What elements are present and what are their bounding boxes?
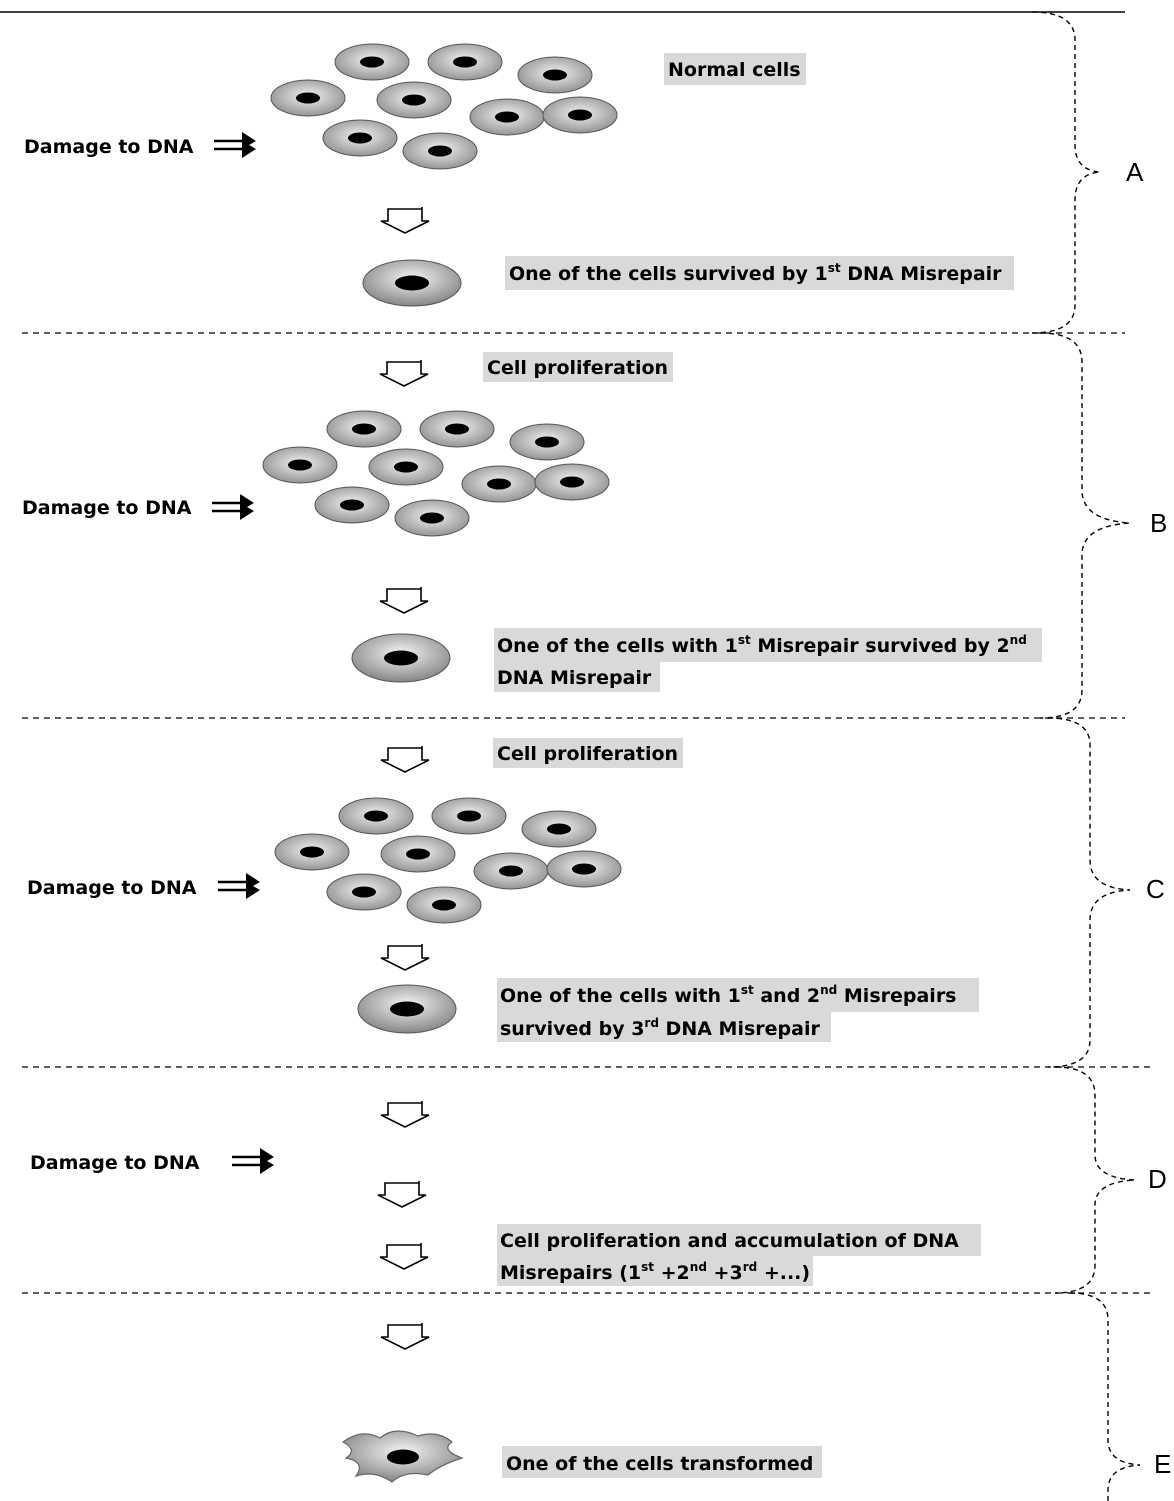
double-arrow-icon: [230, 1146, 276, 1176]
double-arrow-icon: [216, 871, 262, 901]
surviving-cell-a: [362, 259, 462, 307]
down-arrow-icon: [380, 943, 430, 971]
section-letter-e: E: [1154, 1449, 1171, 1479]
surviving-cell-b: [351, 633, 451, 683]
damage-label-a: Damage to DNA: [24, 136, 194, 158]
damage-label-b: Damage to DNA: [22, 497, 192, 519]
damage-label-d: Damage to DNA: [30, 1152, 200, 1174]
cell: [376, 81, 452, 119]
down-arrow-icon: [380, 206, 430, 234]
accumulation-label-line1: Cell proliferation and accumulation of D…: [500, 1230, 959, 1252]
double-arrow-icon: [212, 130, 258, 160]
section-letter-b: B: [1150, 508, 1167, 538]
down-arrow-icon: [379, 586, 429, 614]
double-arrow-icon: [210, 492, 256, 522]
normal-cells-label: Normal cells: [668, 59, 801, 81]
accumulation-label-line2: Misrepairs (1st +2nd +3rd +...): [500, 1260, 810, 1284]
cell: [322, 119, 398, 157]
section-letter-a: A: [1126, 157, 1144, 187]
surviving-cell-c: [357, 984, 457, 1034]
cell-cluster-a: [270, 43, 618, 170]
cell: [334, 43, 410, 81]
survived-label-c-line1: One of the cells with 1st and 2nd Misrep…: [500, 983, 957, 1007]
down-arrow-icon: [380, 745, 430, 773]
label-backgrounds: [483, 53, 1042, 1478]
proliferation-label-c: Cell proliferation: [497, 743, 678, 765]
proliferation-label-b: Cell proliferation: [487, 357, 668, 379]
cell: [469, 98, 545, 136]
cell: [427, 43, 503, 81]
transformed-cell: [341, 1430, 464, 1483]
cell: [542, 96, 618, 134]
down-arrow-icon: [377, 1180, 427, 1208]
section-separators: [22, 332, 1150, 1294]
brace-a: [1031, 11, 1101, 334]
brace-e: [1069, 1292, 1141, 1501]
cell: [402, 132, 478, 170]
down-arrow-icon: [379, 1242, 429, 1270]
survived-label-b-line2: DNA Misrepair: [497, 667, 652, 689]
cell-cluster-b: [262, 410, 610, 537]
damage-label-c: Damage to DNA: [27, 877, 197, 899]
survived-label-b-line1: One of the cells with 1st Misrepair surv…: [497, 633, 1027, 657]
survived-label-c-line2: survived by 3rd DNA Misrepair: [500, 1016, 820, 1040]
section-letter-c: C: [1146, 874, 1165, 904]
brace-c: [1047, 717, 1131, 1068]
transformed-label: One of the cells transformed: [506, 1453, 813, 1475]
section-letter-d: D: [1148, 1164, 1167, 1194]
survived-label-a: One of the cells survived by 1st DNA Mis…: [509, 261, 1002, 285]
cell: [270, 79, 346, 117]
down-arrow-icon: [380, 1322, 430, 1350]
down-arrow-icon: [380, 1100, 430, 1128]
brace-d: [1054, 1066, 1136, 1294]
brace-b: [1039, 332, 1131, 719]
down-arrow-icon: [379, 359, 429, 387]
cell-cluster-c: [274, 797, 622, 924]
cell: [517, 56, 593, 94]
process-arrows: [377, 206, 430, 1350]
